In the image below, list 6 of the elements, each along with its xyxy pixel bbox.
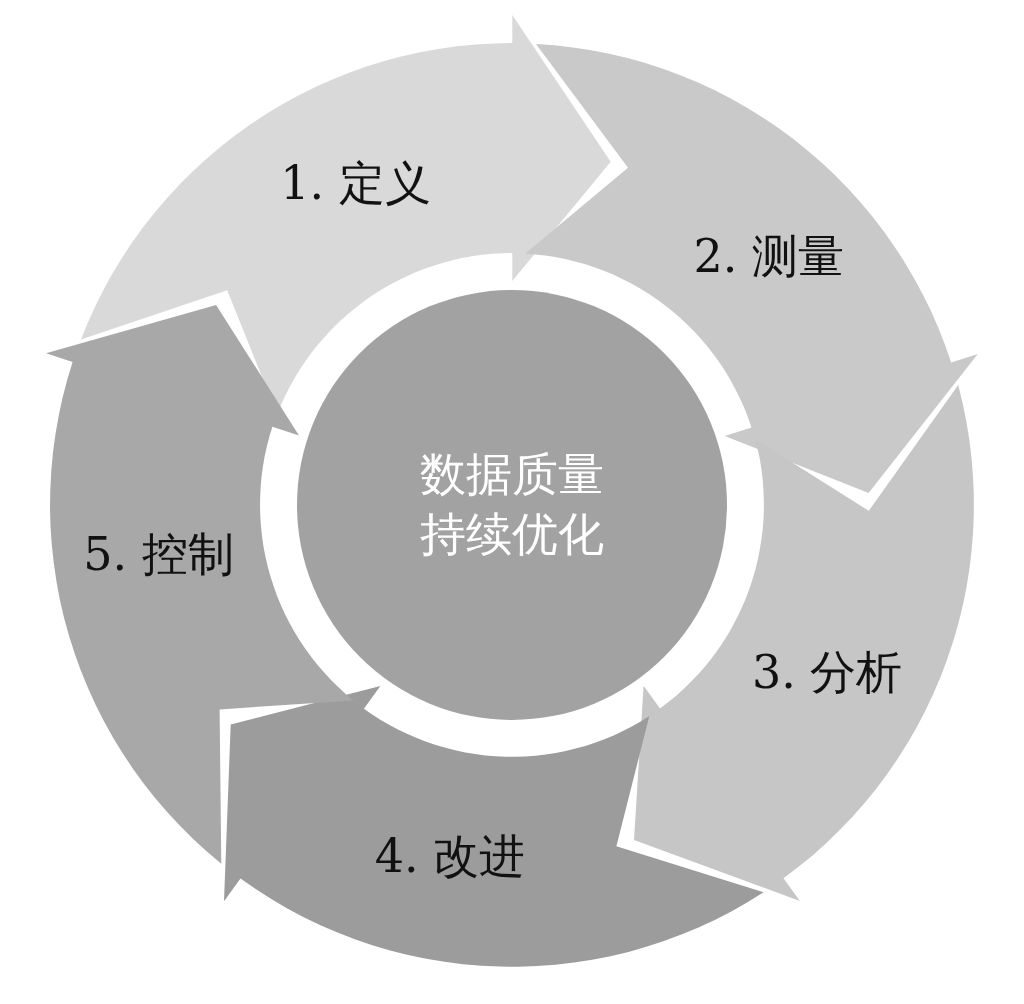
- step-label: 5. 控制: [83, 525, 234, 583]
- step-label: 4. 改进: [374, 827, 526, 885]
- step-label: 1. 定义: [280, 155, 431, 213]
- step-label: 2. 测量: [693, 228, 845, 285]
- center-label: 数据质量持续优化: [419, 446, 605, 563]
- step-label: 3. 分析: [751, 643, 903, 701]
